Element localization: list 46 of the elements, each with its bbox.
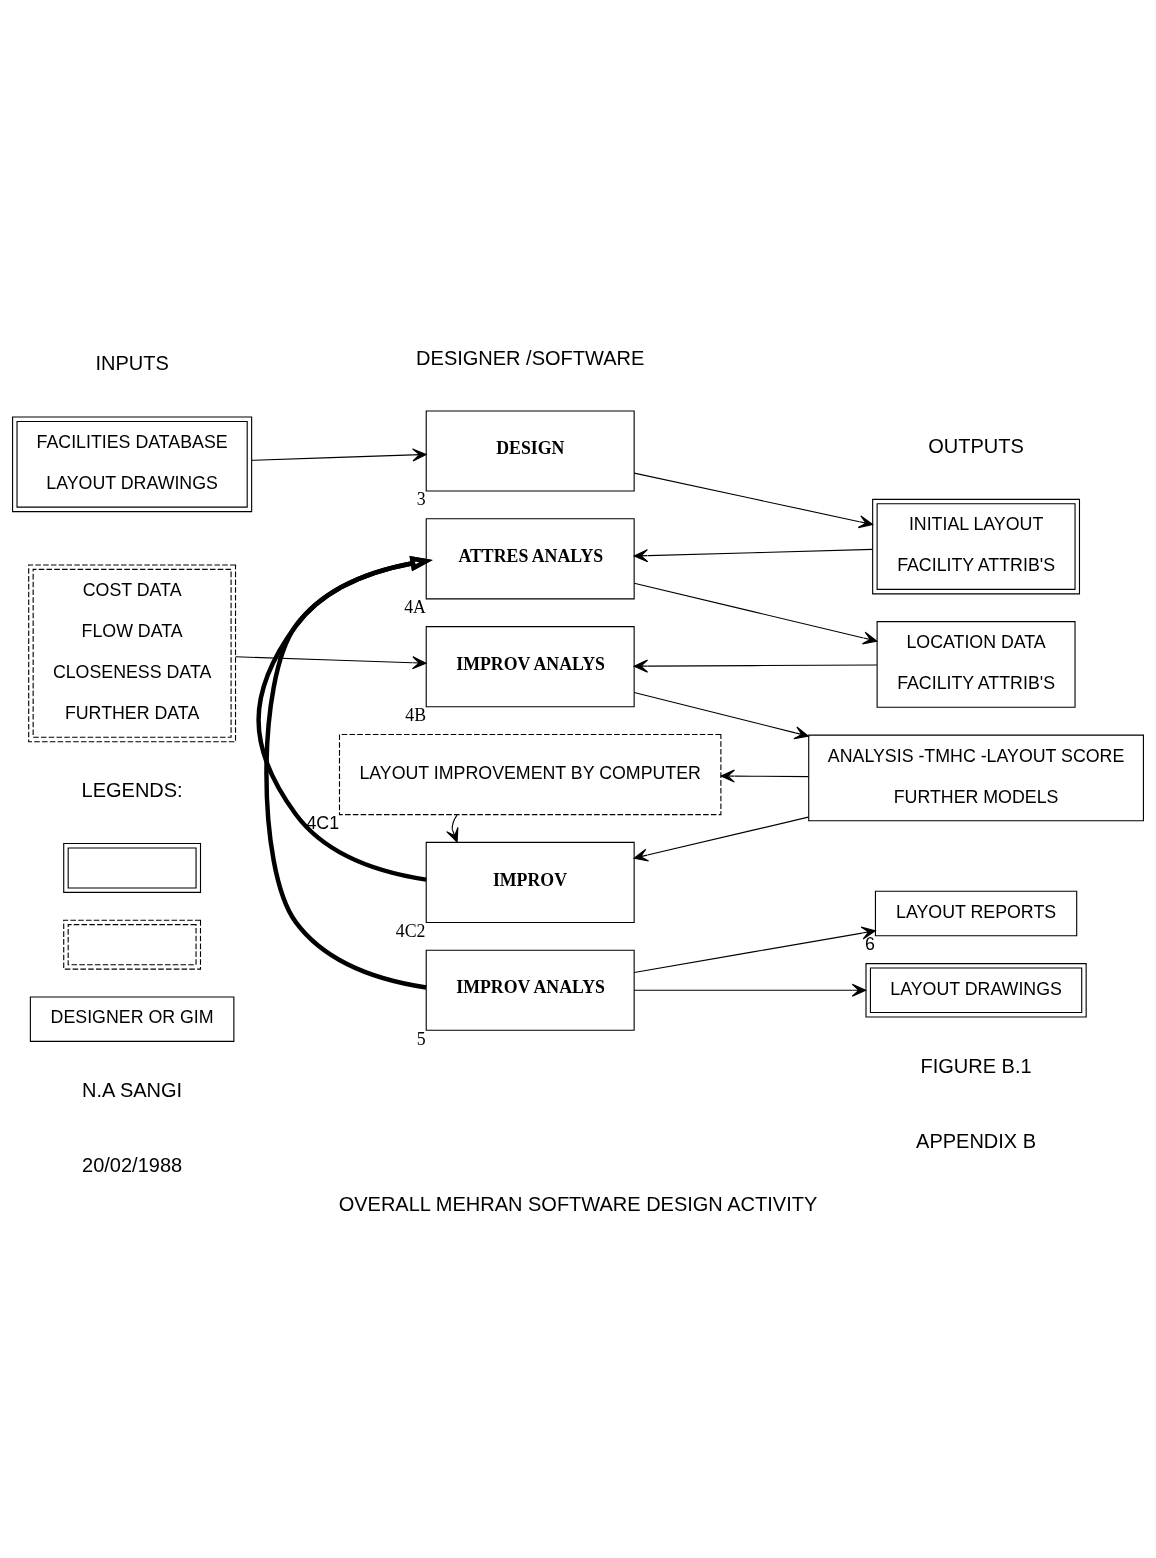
node-label: 4A [404,597,426,618]
node-box: ATTRES ANALYS [425,518,635,600]
node-box: IMPROV ANALYS [425,626,635,708]
node-label: 4C1 [306,812,340,833]
node-box: LAYOUT REPORTS [874,890,1078,937]
arrow [633,816,809,862]
label: N.A SANGI [82,1079,183,1102]
arrow [633,582,878,645]
arrow [256,555,433,882]
arrow [633,926,876,974]
arrow [633,691,809,740]
label: OUTPUTS [928,434,1024,457]
label: APPENDIX B [916,1129,1037,1152]
arrow [720,769,809,783]
label: 20/02/1988 [82,1153,183,1176]
node-box: DESIGN [425,410,635,492]
caption: OVERALL MEHRAN SOFTWARE DESIGN ACTIVITY [338,1192,818,1215]
label: FIGURE B.1 [920,1055,1032,1077]
node-box: FACILITIES DATABASE LAYOUT DRAWINGS [12,416,253,513]
node-label: 4C2 [395,920,426,941]
arrow [264,555,433,990]
node-box: LAYOUT DRAWINGS [865,963,1087,1018]
node-label: 6 [864,934,875,955]
arrow [251,448,427,462]
arrow [633,548,874,563]
node-box: INITIAL LAYOUT FACILITY ATTRIB'S [872,498,1081,595]
node-box: ANALYSIS -TMHC -LAYOUT SCORE FURTHER MODELS [808,734,1144,822]
node-box [63,842,202,893]
label: DESIGNER /SOFTWARE [416,346,645,369]
arrow [235,656,427,670]
node-box: IMPROV [425,841,635,923]
node-box: LOCATION DATA FACILITY ATTRIB'S [876,621,1076,708]
arrow [633,659,878,673]
node-box [63,919,202,970]
node-box: DESIGNER OR GIM [29,996,235,1042]
node-label: 3 [416,489,426,510]
node-box: LAYOUT IMPROVEMENT BY COMPUTER [338,733,722,816]
arrow [446,814,459,843]
node-box: COST DATA FLOW DATA CLOSENESS DATA FURTHER DATA [28,564,237,743]
label: LEGENDS: [81,779,183,802]
arrow [633,472,874,529]
node-box: IMPROV ANALYS [425,949,635,1031]
node-label: 4B [405,704,427,725]
arrow [633,983,867,997]
node-label: 5 [416,1028,426,1049]
label: INPUTS [95,352,169,375]
